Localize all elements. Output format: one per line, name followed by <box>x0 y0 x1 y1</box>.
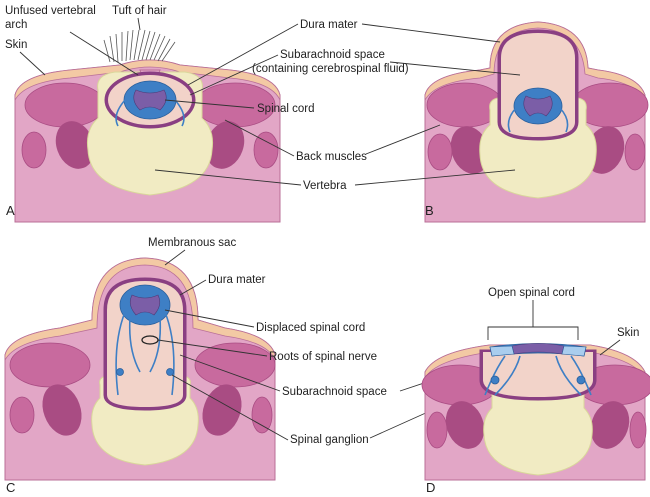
spinal-nerve-roots-c <box>115 311 175 396</box>
grey-matter-a <box>133 89 167 111</box>
leader-subarachnoid-to-a <box>189 54 279 96</box>
label-skin-d: Skin <box>617 327 639 339</box>
leader-tuft-of-hair <box>137 17 141 31</box>
leader-skin-a <box>19 51 46 76</box>
spinal-ganglion-c-left <box>116 368 124 376</box>
open-spinal-cord-edges <box>489 345 587 357</box>
label-dura-mater-top: Dura mater <box>300 19 358 31</box>
panel-label-b: B <box>425 203 434 218</box>
spinal-nerve-roots-d <box>484 355 592 396</box>
grey-matter-c <box>129 294 161 316</box>
spinal-ganglion-d-right <box>576 375 586 385</box>
panel-d: Open spinal cord Skin D <box>421 287 650 495</box>
leader-spinal-cord <box>164 99 255 109</box>
leader-unfused-vertebral-arch <box>69 31 139 76</box>
spinal-nerve-roots-b <box>507 107 569 133</box>
label-vertebra: Vertebra <box>303 180 347 192</box>
leader-dura-mater-to-b <box>361 23 501 43</box>
label-skin-a: Skin <box>5 39 27 51</box>
shared-labels-top: Dura mater Subarachnoid space (containin… <box>154 19 521 192</box>
back-muscle-d-right-small <box>629 411 647 449</box>
back-muscle-b-right-small <box>624 133 646 171</box>
label-roots-of-spinal-nerve: Roots of spinal nerve <box>269 351 377 363</box>
label-open-spinal-cord: Open spinal cord <box>488 287 575 299</box>
leader-vertebra-to-b <box>354 169 516 186</box>
label-subarachnoid-space-2: (containing cerebrospinal fluid) <box>252 63 409 75</box>
label-unfused-vertebral-arch-1: Unfused vertebral <box>5 5 96 17</box>
panel-label-a: A <box>6 203 15 218</box>
back-muscle-d-right-lower <box>590 401 630 449</box>
leader-displaced-spinal-cord <box>164 309 255 328</box>
panel-label-d: D <box>426 480 435 495</box>
label-subarachnoid-space-1: Subarachnoid space <box>280 49 385 61</box>
label-displaced-spinal-cord: Displaced spinal cord <box>256 322 365 334</box>
back-muscle-b-left-small <box>427 133 453 171</box>
label-spinal-ganglion: Spinal ganglion <box>290 434 369 446</box>
spinal-ganglion-c-right <box>166 368 174 376</box>
back-muscle-a-right-small <box>253 131 279 169</box>
subarachnoid-space-d <box>483 352 593 397</box>
leader-vertebra-to-a <box>154 169 302 186</box>
label-tuft-of-hair: Tuft of hair <box>112 5 167 17</box>
leader-back-muscles-to-b <box>365 124 441 155</box>
tuft-of-hair <box>103 29 176 63</box>
leader-subarachnoid-to-c <box>179 354 281 392</box>
panel-a: Unfused vertebral arch Tuft of hair Skin… <box>5 5 281 223</box>
back-muscle-c-left-lower <box>42 384 82 436</box>
label-unfused-vertebral-arch-2: arch <box>5 19 27 31</box>
label-subarachnoid-space-c: Subarachnoid space <box>282 386 387 398</box>
back-muscle-c-left-upper <box>9 342 91 388</box>
leader-membranous-sac <box>164 249 186 266</box>
leader-spinal-ganglion-to-c <box>171 374 289 441</box>
panel-label-c: C <box>6 480 15 495</box>
leader-skin-d <box>599 339 621 356</box>
leader-back-muscles-to-a <box>224 119 295 157</box>
bracket-open-spinal-cord <box>487 300 579 340</box>
leader-dura-mater-to-a <box>187 23 299 86</box>
back-muscle-a-left-small <box>21 131 47 169</box>
grey-matter-b <box>523 95 553 117</box>
spinal-ganglion-d-left <box>490 375 500 385</box>
back-muscle-a-left-upper <box>24 82 106 128</box>
spinal-nerve-roots-a <box>115 99 185 127</box>
back-muscle-c-left-small <box>9 396 35 434</box>
panel-c: Membranous sac Dura mater Displaced spin… <box>4 237 489 495</box>
label-membranous-sac: Membranous sac <box>148 237 236 249</box>
back-muscle-d-left-lower <box>445 401 485 449</box>
back-muscle-c-right-small <box>251 396 273 434</box>
label-spinal-cord: Spinal cord <box>257 103 315 115</box>
back-muscle-d-left-small <box>426 411 448 449</box>
leader-subarachnoid-to-b <box>389 61 521 76</box>
skin-layer-b <box>424 21 646 102</box>
skin-layer-c <box>4 257 276 362</box>
leader-roots-of-spinal-nerve <box>157 339 268 357</box>
panel-b: B <box>424 21 649 223</box>
label-back-muscles: Back muscles <box>296 151 367 163</box>
skin-layer-a <box>14 59 281 102</box>
label-dura-mater-c: Dura mater <box>208 274 266 286</box>
leader-dura-mater-c <box>179 279 207 296</box>
